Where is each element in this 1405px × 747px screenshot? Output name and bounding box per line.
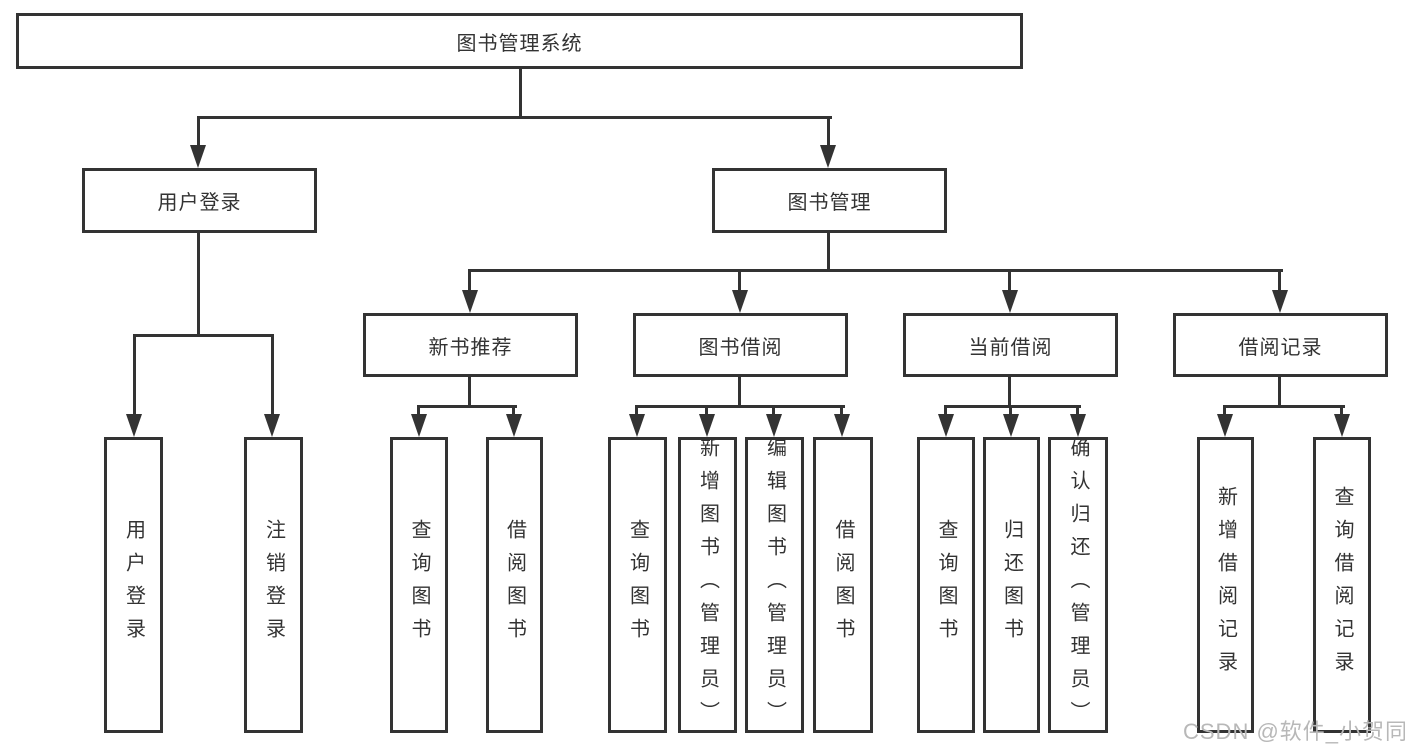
connector-drop-rec-borrow [512, 405, 515, 417]
node-user-login: 用户登录 [82, 168, 317, 233]
node-bor-edit-book-admin: 编辑图书（管理员） [745, 436, 804, 734]
node-cur-query-books-label: 查询图书 [935, 519, 957, 651]
node-cur-query-books: 查询图书 [917, 437, 975, 733]
connector-root-hline [197, 116, 832, 119]
node-borrowing-records: 借阅记录 [1173, 313, 1388, 377]
connector-records-hline [1223, 405, 1345, 408]
node-recd-add-record: 新增借阅记录 [1197, 437, 1254, 733]
connector-drop-bor-edit [772, 405, 775, 417]
csdn-watermark: CSDN @软件_小贺同学 [1183, 719, 1405, 744]
node-rec-borrow-books-label: 借阅图书 [503, 519, 526, 651]
arrowhead-user-login [190, 145, 206, 168]
connector-borrowing-hline [635, 405, 845, 408]
connector-borrowing-stem [738, 375, 741, 408]
node-book-management: 图书管理 [712, 168, 947, 233]
connector-drop-bor-add [705, 405, 708, 417]
arrowhead-borrowing [732, 290, 748, 313]
connector-drop-book-mgmt [827, 116, 830, 148]
node-recd-query-record-label: 查询借阅记录 [1331, 486, 1353, 684]
node-login-label: 用户登录 [122, 519, 145, 651]
node-cur-confirm-return-admin-label: 确认归还（管理员） [1067, 436, 1089, 734]
connector-userlogin-hline [133, 334, 274, 337]
connector-recommend-hline [417, 405, 517, 408]
connector-current-stem [1008, 375, 1011, 408]
connector-records-stem [1278, 375, 1281, 408]
node-rec-query-books-label: 查询图书 [408, 519, 430, 651]
arrowhead-bor-add [699, 414, 715, 437]
arrowhead-rec-query [411, 414, 427, 437]
connector-drop-cur-return [1009, 405, 1012, 417]
arrowhead-recd-query [1334, 414, 1350, 437]
arrowhead-recd-add [1217, 414, 1233, 437]
node-bor-query-books: 查询图书 [608, 437, 667, 733]
node-bor-borrow-books: 借阅图书 [813, 437, 873, 733]
connector-drop-borrowing [738, 269, 741, 291]
node-cur-confirm-return-admin: 确认归还（管理员） [1048, 436, 1108, 734]
connector-drop-bor-query [635, 405, 638, 417]
connector-drop-recd-add [1223, 405, 1226, 417]
connector-drop-rec-query [417, 405, 420, 417]
connector-drop-cur-confirm [1076, 405, 1079, 417]
connector-drop-records [1278, 269, 1281, 291]
connector-current-hline [944, 405, 1081, 408]
node-login: 用户登录 [104, 437, 163, 733]
arrowhead-bor-borrow [834, 414, 850, 437]
connector-bookmgmt-hline [468, 269, 1283, 272]
arrowhead-rec-borrow [506, 414, 522, 437]
connector-drop-current [1008, 269, 1011, 291]
connector-drop-bor-borrow [840, 405, 843, 417]
connector-drop-cur-query [944, 405, 947, 417]
arrowhead-logout [264, 414, 280, 437]
connector-drop-logout [271, 334, 274, 414]
connector-drop-user-login [197, 116, 200, 148]
arrowhead-bor-query [629, 414, 645, 437]
node-book-borrowing: 图书借阅 [633, 313, 848, 377]
node-rec-borrow-books: 借阅图书 [486, 437, 543, 733]
connector-drop-recommend [468, 269, 471, 291]
node-recd-query-record: 查询借阅记录 [1313, 437, 1371, 733]
connector-drop-recd-query [1340, 405, 1343, 417]
node-bor-add-book-admin-label: 新增图书（管理员） [696, 436, 719, 734]
connector-bookmgmt-stem [827, 232, 830, 272]
node-cur-return-book-label: 归还图书 [1000, 519, 1023, 651]
node-root: 图书管理系统 [16, 13, 1023, 69]
node-logout-label: 注销登录 [262, 519, 285, 651]
connector-root-stem [519, 68, 522, 118]
node-current-borrowing: 当前借阅 [903, 313, 1118, 377]
node-bor-borrow-books-label: 借阅图书 [832, 519, 854, 651]
connector-recommend-stem [468, 375, 471, 408]
node-recd-add-record-label: 新增借阅记录 [1214, 486, 1237, 684]
node-bor-add-book-admin: 新增图书（管理员） [678, 436, 737, 734]
arrowhead-recommend [462, 290, 478, 313]
arrowhead-current [1002, 290, 1018, 313]
connector-drop-login [133, 334, 136, 414]
arrowhead-cur-return [1003, 414, 1019, 437]
node-bor-edit-book-admin-label: 编辑图书（管理员） [763, 436, 786, 734]
arrowhead-login [126, 414, 142, 437]
arrowhead-bor-edit [766, 414, 782, 437]
node-bor-query-books-label: 查询图书 [626, 519, 649, 651]
arrowhead-book-mgmt [820, 145, 836, 168]
arrowhead-cur-query [938, 414, 954, 437]
arrowhead-records [1272, 290, 1288, 313]
connector-userlogin-stem [197, 232, 200, 336]
arrowhead-cur-confirm [1070, 414, 1086, 437]
node-new-book-recommendation: 新书推荐 [363, 313, 578, 377]
node-cur-return-book: 归还图书 [983, 437, 1040, 733]
node-logout: 注销登录 [244, 437, 303, 733]
node-rec-query-books: 查询图书 [390, 437, 448, 733]
